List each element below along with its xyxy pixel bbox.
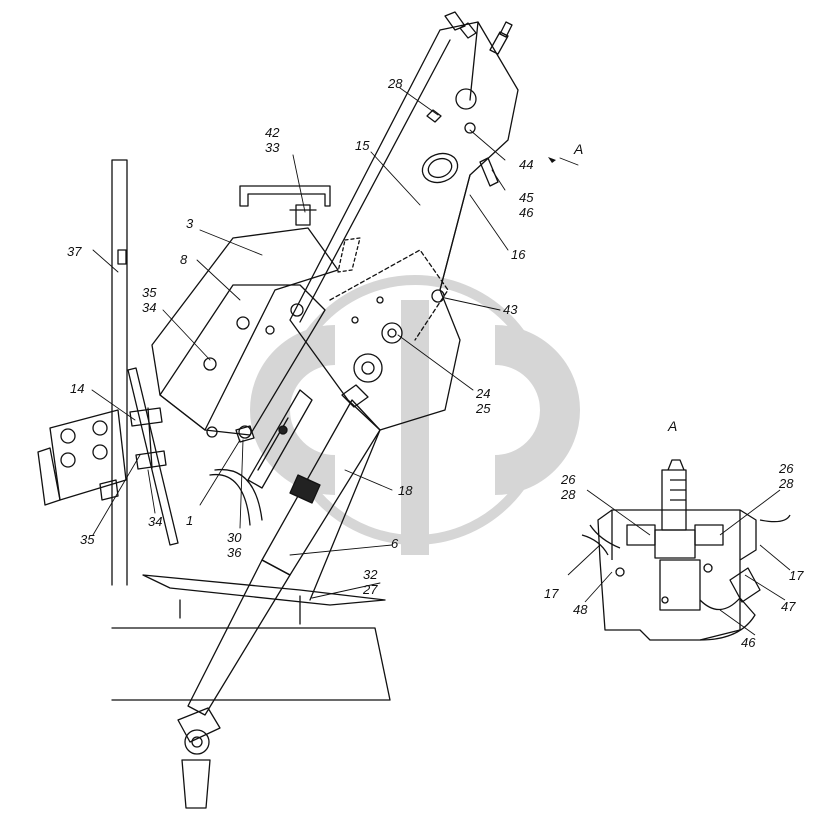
callout-35b: 35 xyxy=(80,532,95,547)
detail-callout-26: 26 xyxy=(561,472,576,487)
callout-42: 42 xyxy=(265,125,280,140)
callout-1: 1 xyxy=(186,513,194,528)
plate-8 xyxy=(160,285,325,438)
callout-3: 3 xyxy=(186,216,194,231)
detail-callout-47: 47 xyxy=(781,599,796,614)
callout-34b: 34 xyxy=(148,514,163,529)
hydraulic-block xyxy=(38,410,126,505)
callout-34: 34 xyxy=(142,300,157,315)
callout-45: 45 xyxy=(519,190,534,205)
callout-8: 8 xyxy=(180,252,188,267)
universal-joint xyxy=(178,708,220,808)
callout-36: 36 xyxy=(227,545,242,560)
detail-view-a xyxy=(568,460,790,640)
callout-30: 30 xyxy=(227,530,242,545)
callout-43: 43 xyxy=(503,302,518,317)
callout-14: 14 xyxy=(70,381,85,396)
floor-plate xyxy=(112,575,390,700)
callout-32: 32 xyxy=(363,567,378,582)
callout-46: 46 xyxy=(519,205,534,220)
curved-rod xyxy=(210,470,262,525)
callout-18: 18 xyxy=(398,483,413,498)
slot-plate xyxy=(236,390,312,488)
callout-33: 33 xyxy=(265,140,280,155)
leader-lines xyxy=(92,88,578,598)
callout-28-top: 28 xyxy=(388,76,403,91)
mount-bracket xyxy=(128,368,178,545)
view-marker-a: A xyxy=(574,141,584,157)
callout-16: 16 xyxy=(511,247,526,262)
callout-27: 27 xyxy=(363,582,378,597)
callout-37: 37 xyxy=(67,244,82,259)
callout-44: 44 xyxy=(519,157,534,172)
detail-title-a: A xyxy=(668,418,678,434)
detail-callout-26b: 26 xyxy=(779,461,794,476)
view-arrow-icon xyxy=(548,157,556,163)
callout-25: 25 xyxy=(476,401,491,416)
column-lower-6 xyxy=(188,400,380,715)
detail-callout-28b: 28 xyxy=(779,476,794,491)
detail-callout-46: 46 xyxy=(741,635,756,650)
callout-6: 6 xyxy=(391,536,399,551)
watermark-logo xyxy=(270,280,560,555)
detail-callout-28: 28 xyxy=(561,487,576,502)
callout-35: 35 xyxy=(142,285,157,300)
detail-callout-48: 48 xyxy=(573,602,588,617)
callout-15: 15 xyxy=(355,138,370,153)
detail-callout-17-left: 17 xyxy=(544,586,559,601)
callout-24: 24 xyxy=(476,386,491,401)
pivot-joint xyxy=(342,323,402,407)
bracket-3 xyxy=(152,186,338,430)
detail-callout-17-right: 17 xyxy=(789,568,804,583)
cab-wall-panel xyxy=(112,160,127,585)
